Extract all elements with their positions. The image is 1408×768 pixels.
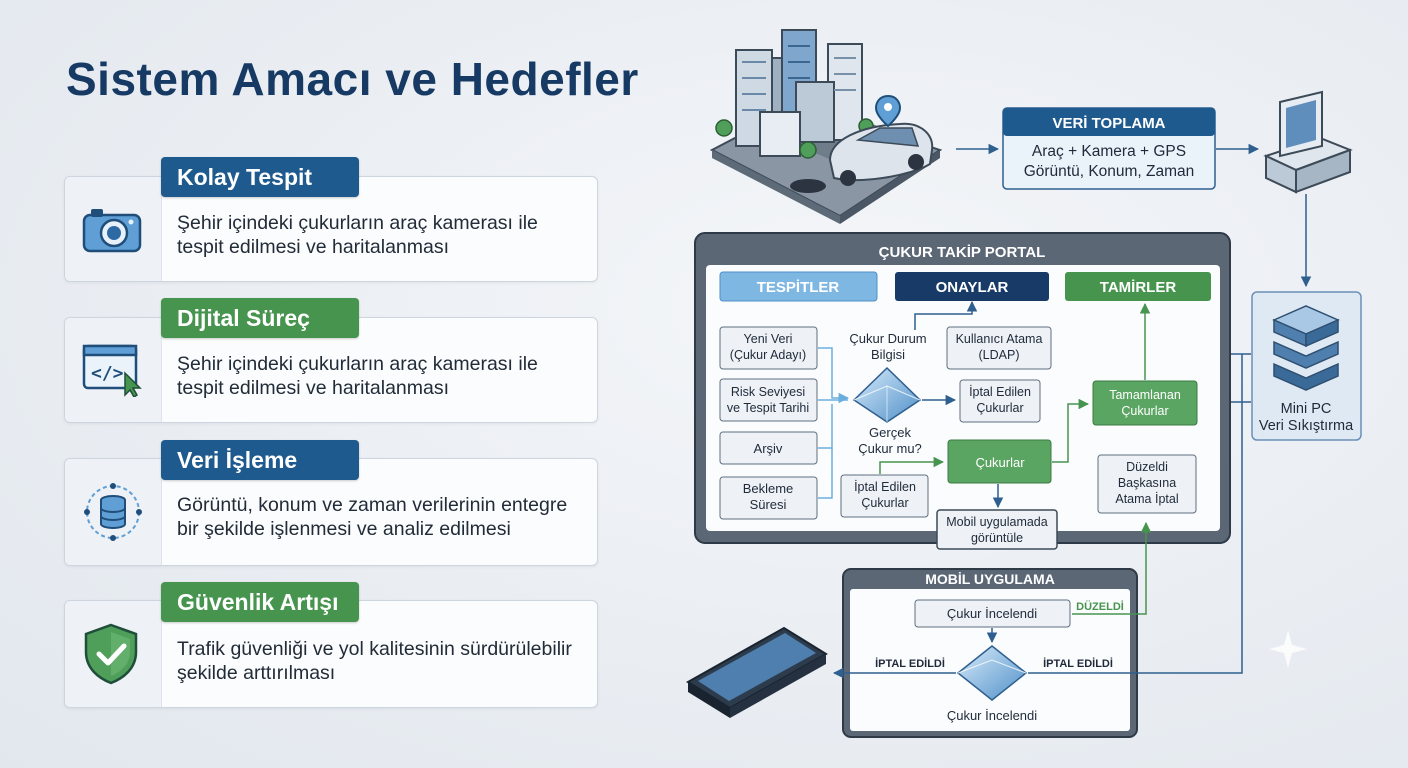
card-icon-area: </>: [65, 318, 162, 422]
bekleme-line1: Bekleme: [743, 481, 794, 496]
mini-pc-line1: Mini PC: [1281, 401, 1332, 417]
sparkle-icon: [1269, 630, 1307, 668]
duzeldi-line2: Başkasına: [1118, 476, 1176, 490]
arsiv-label: Arşiv: [754, 441, 783, 456]
yeni-veri-line2: (Çukur Adayı): [730, 348, 806, 362]
mobil-goruntule-line1: Mobil uygulamada: [946, 515, 1047, 529]
card-description: Trafik güvenliği ve yol kalitesinin sürd…: [177, 638, 572, 684]
mobil-iptal-right: İPTAL EDİLDİ: [1043, 657, 1113, 670]
smartphone-icon: [686, 626, 828, 718]
header-tamirler: TAMİRLER: [1100, 279, 1177, 296]
card-description: Şehir içindeki çukurların araç kamerası …: [177, 212, 538, 258]
card-tab-dijital-surec: Dijital Süreç: [161, 298, 359, 338]
portal-title: ÇUKUR TAKİP PORTAL: [879, 244, 1046, 261]
mobil-title: MOBİL UYGULAMA: [925, 571, 1055, 587]
card-icon-area: [65, 177, 162, 281]
server-icon: [1272, 305, 1340, 391]
duzeldi-line3: Atama İptal: [1115, 492, 1178, 506]
shield-check-icon: [84, 623, 138, 685]
mini-pc-box: Mini PC Veri Sıkıştırma: [1251, 291, 1362, 441]
header-tespitler: TESPİTLER: [757, 279, 840, 296]
iptal1-line2: Çukurlar: [976, 401, 1023, 415]
iptal2-line2: Çukurlar: [861, 496, 908, 510]
mobil-iptal-left: İPTAL EDİLDİ: [875, 657, 945, 670]
header-onaylar: ONAYLAR: [936, 279, 1009, 296]
mobil-decision-gem-icon: [956, 645, 1028, 701]
card-icon-area: [65, 601, 162, 707]
mobil-uygulama-box: MOBİL UYGULAMA Çukur İncelendi DÜZELDİ Ç…: [842, 521, 1152, 738]
iptal2-line1: İptal Edilen: [854, 480, 916, 494]
computer-icon: [1263, 90, 1353, 194]
code-window-icon: </>: [82, 344, 142, 397]
risk-line2: ve Tespit Tarihi: [727, 401, 809, 415]
card-kolay-tespit: Şehir içindeki çukurların araç kamerası …: [64, 176, 598, 282]
kullanici-line1: Kullanıcı Atama: [956, 332, 1043, 346]
cukurlar-label: Çukurlar: [975, 455, 1025, 470]
svg-text:</>: </>: [91, 363, 124, 384]
veri-toplama-box: VERİ TOPLAMA Araç + Kamera + GPS Görüntü…: [1002, 107, 1216, 190]
card-tab-veri-isleme: Veri İşleme: [161, 440, 359, 480]
page-title: Sistem Amacı ve Hedefler: [66, 53, 639, 105]
cukur-takip-portal: ÇUKUR TAKİP PORTAL TESPİTLER ONAYLAR TAM…: [694, 232, 1231, 544]
kullanici-line2: (LDAP): [979, 348, 1020, 362]
mobil-duzeldi-label: DÜZELDİ: [1076, 600, 1124, 613]
durum-line2: Bilgisi: [871, 347, 905, 362]
city-car-illustration: [709, 29, 943, 224]
duzeldi-line1: Düzeldi: [1126, 460, 1168, 474]
durum-line1: Çukur Durum: [849, 331, 926, 346]
mobil-goruntule-line2: görüntüle: [971, 531, 1023, 545]
tamamlanan-line1: Tamamlanan: [1109, 388, 1181, 402]
veri-toplama-line1: Araç + Kamera + GPS: [1032, 143, 1186, 160]
mobil-goruntule-box: [936, 509, 1058, 550]
card-guvenlik-artisi: Trafik güvenliği ve yol kalitesinin sürd…: [64, 600, 598, 708]
card-tab-guvenlik-artisi: Güvenlik Artışı: [161, 582, 359, 622]
card-description: Görüntü, konum ve zaman verilerinin ente…: [177, 494, 568, 540]
mobil-incelendi-label: Çukur İncelendi: [947, 708, 1037, 723]
camera-icon: [82, 209, 142, 253]
gercek-line1: Gerçek: [869, 425, 911, 440]
yeni-veri-line1: Yeni Veri: [744, 332, 793, 346]
gercek-line2: Çukur mu?: [858, 441, 922, 456]
card-description: Şehir içindeki çukurların araç kamerası …: [177, 353, 538, 399]
risk-line1: Risk Seviyesi: [731, 385, 805, 399]
mobil-incelendi-box: Çukur İncelendi: [947, 606, 1037, 621]
veri-toplama-title: VERİ TOPLAMA: [1052, 115, 1165, 132]
bekleme-line2: Süresi: [750, 497, 787, 512]
card-tab-kolay-tespit: Kolay Tespit: [161, 157, 359, 197]
mini-pc-line2: Veri Sıkıştırma: [1259, 418, 1354, 434]
iptal1-line1: İptal Edilen: [969, 385, 1031, 399]
card-icon-area: [65, 459, 162, 565]
tamamlanan-line2: Çukurlar: [1121, 404, 1168, 418]
database-icon: [84, 483, 142, 541]
veri-toplama-line2: Görüntü, Konum, Zaman: [1024, 163, 1195, 180]
